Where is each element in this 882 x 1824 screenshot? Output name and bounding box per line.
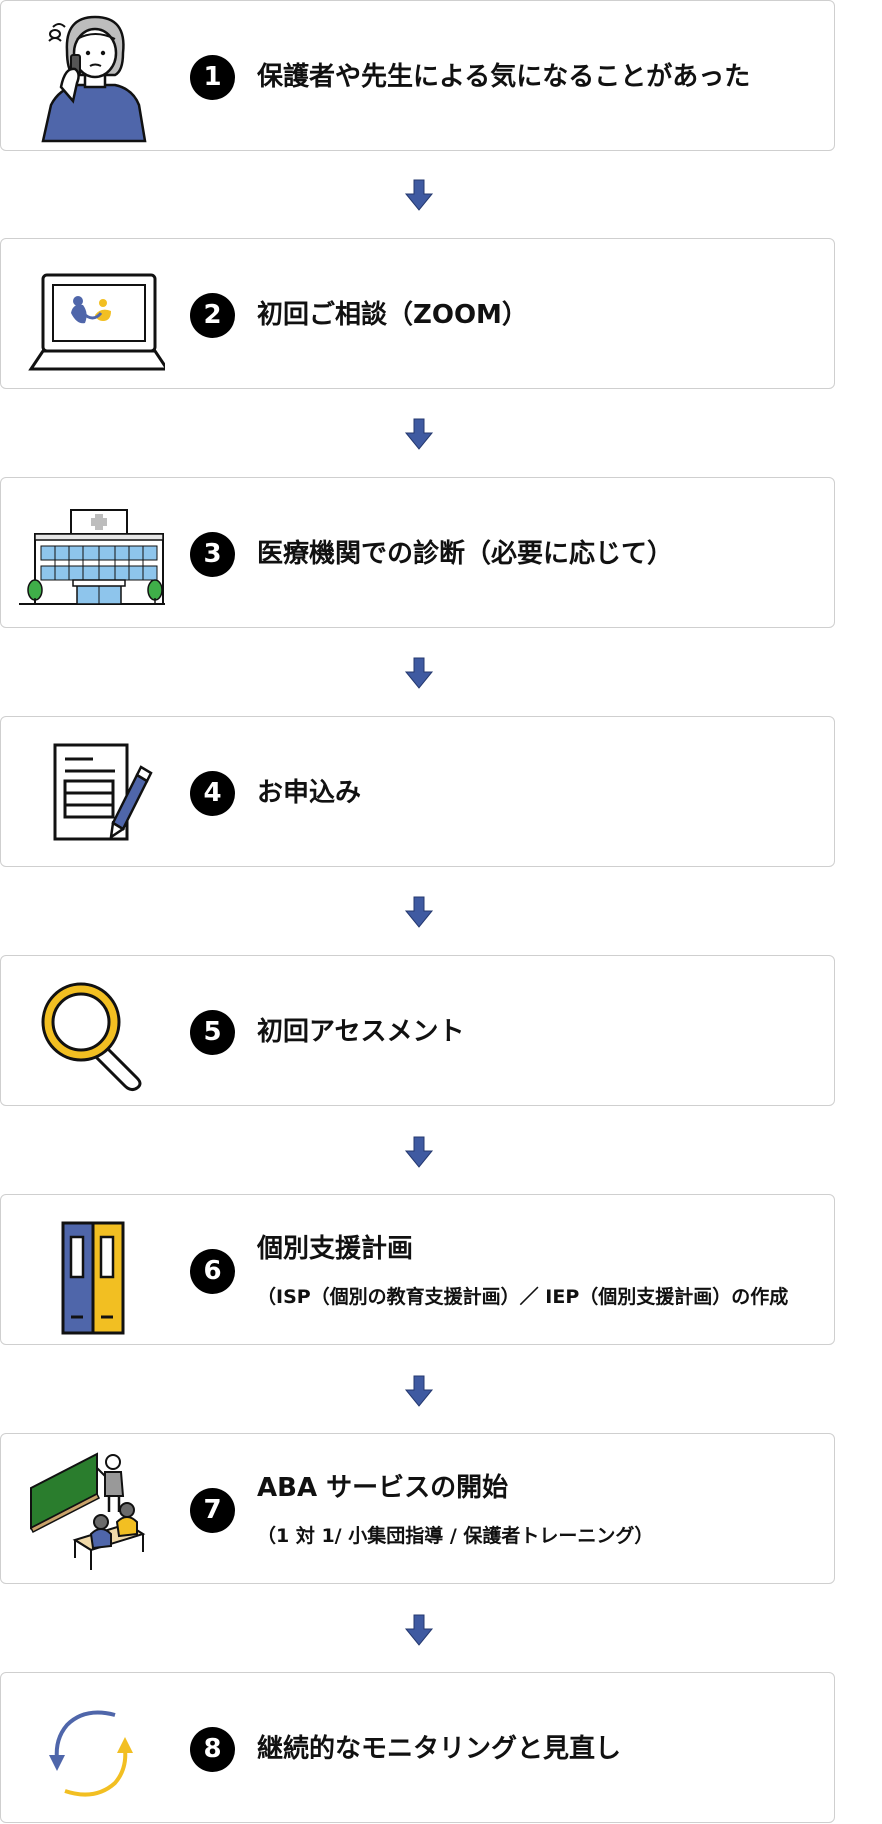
step-title: 初回ご相談（ZOOM） (257, 300, 528, 330)
classroom-icon (15, 1442, 165, 1577)
step-3: 3 医療機関での診断（必要に応じて） (0, 477, 835, 628)
down-arrow-icon (404, 179, 434, 211)
step-title: 継続的なモニタリングと見直し (257, 1734, 622, 1764)
cycle-arrows-icon (15, 1681, 165, 1816)
step-1: 1 保護者や先生による気になることがあった (0, 0, 835, 151)
step-2: 2 初回ご相談（ZOOM） (0, 238, 835, 389)
down-arrow-icon (404, 896, 434, 928)
step-title: 初回アセスメント (257, 1017, 465, 1047)
application-form-pen-icon (15, 725, 165, 860)
step-title: お申込み (257, 778, 362, 808)
step-8: 8 継続的なモニタリングと見直し (0, 1672, 835, 1823)
down-arrow-icon (404, 1375, 434, 1407)
down-arrow-icon (404, 1614, 434, 1646)
laptop-video-call-icon (15, 247, 165, 382)
step-4: 4 お申込み (0, 716, 835, 867)
step-title: 個別支援計画 (257, 1234, 414, 1264)
step-number-badge: 4 (190, 771, 235, 816)
down-arrow-icon (404, 418, 434, 450)
step-subtitle: （1 対 1/ 小集団指導 / 保護者トレーニング） (257, 1525, 654, 1547)
step-number-badge: 1 (190, 55, 235, 100)
hospital-icon (15, 486, 165, 621)
step-6: 6 個別支援計画 （ISP（個別の教育支援計画）／ IEP（個別支援計画）の作成 (0, 1194, 835, 1345)
down-arrow-icon (404, 657, 434, 689)
step-title: ABA サービスの開始 (257, 1473, 509, 1503)
step-number-badge: 3 (190, 532, 235, 577)
step-number-badge: 5 (190, 1010, 235, 1055)
worried-parent-phone-icon (15, 9, 165, 144)
step-title: 保護者や先生による気になることがあった (257, 62, 751, 92)
magnifying-glass-icon (15, 964, 165, 1099)
step-title: 医療機関での診断（必要に応じて） (257, 539, 674, 569)
step-number-badge: 6 (190, 1249, 235, 1294)
step-number-badge: 7 (190, 1488, 235, 1533)
step-number-badge: 8 (190, 1727, 235, 1772)
binders-icon (15, 1203, 165, 1338)
step-subtitle: （ISP（個別の教育支援計画）／ IEP（個別支援計画）の作成 (257, 1286, 789, 1308)
step-number-badge: 2 (190, 293, 235, 338)
step-5: 5 初回アセスメント (0, 955, 835, 1106)
down-arrow-icon (404, 1136, 434, 1168)
step-7: 7 ABA サービスの開始 （1 対 1/ 小集団指導 / 保護者トレーニング） (0, 1433, 835, 1584)
